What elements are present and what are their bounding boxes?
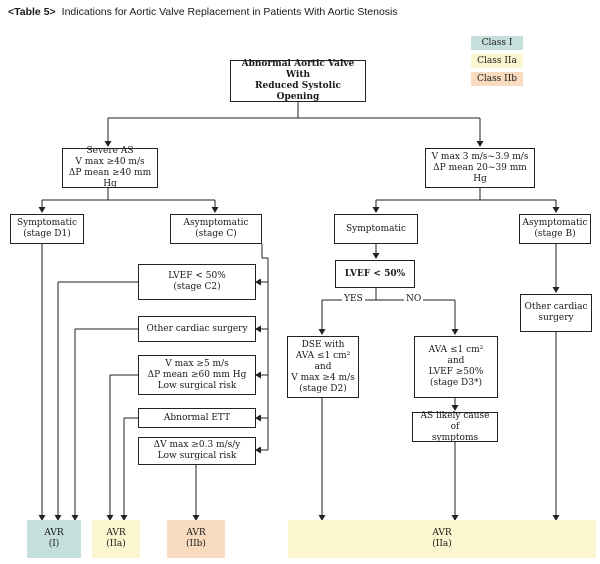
severe-as-node: Severe AS V max ≥40 m/s ΔP mean ≥40 mm H… [62,146,158,189]
asymptomatic-b-text: Asymptomatic (stage B) [522,218,588,239]
dse-node: DSE with AVA ≤1 cm² and V max ≥4 m/s (st… [287,336,359,398]
symptomatic-d1-node: Symptomatic (stage D1) [10,214,84,244]
as-likely-node: AS likely cause of symptoms [412,410,498,443]
other-cardiac-node: Other cardiac surgery [520,294,592,332]
ava-text: AVA ≤1 cm² and LVEF ≥50% (stage D3*) [428,345,484,388]
avr-class-iia-left-text: AVR (IIa) [106,528,126,549]
avr-class-i-text: AVR (I) [44,528,64,549]
abnormal-ett-node: Abnormal ETT [138,408,256,428]
avr-class-iib-text: AVR (IIb) [186,528,206,549]
lvef-c2-node: LVEF < 50% (stage C2) [138,264,256,300]
table-tag: <Table 5> [8,6,56,18]
moderate-as-text: V max 3 m/s~3.9 m/s ΔP mean 20~39 mm Hg [431,151,529,184]
root-node-text: Abnormal Aortic Valve With Reduced Systo… [241,59,355,102]
moderate-as-node: V max 3 m/s~3.9 m/s ΔP mean 20~39 mm Hg [425,148,535,188]
lvef50-text: LVEF < 50% [344,268,406,279]
symptomatic-moderate-text: Symptomatic [345,223,407,234]
avr-class-iia-right-text: AVR (IIa) [432,528,452,549]
root-node: Abnormal Aortic Valve With Reduced Systo… [230,59,366,102]
severe-as-text: Severe AS V max ≥40 m/s ΔP mean ≥40 mm H… [68,146,152,189]
symptomatic-d1-text: Symptomatic (stage D1) [16,218,78,239]
delta-vmax-node: ΔV max ≥0.3 m/s/y Low surgical risk [138,437,256,465]
other-surgery-node: Other cardiac surgery [138,316,256,342]
legend-class-iia: Class IIa [471,54,523,68]
avr-class-iia-left: AVR (IIa) [92,520,140,558]
dse-text: DSE with AVA ≤1 cm² and V max ≥4 m/s (st… [291,339,355,394]
avr-class-i: AVR (I) [27,520,81,558]
vmax5-text: V max ≥5 m/s ΔP mean ≥60 mm Hg Low surgi… [147,358,247,391]
vmax5-node: V max ≥5 m/s ΔP mean ≥60 mm Hg Low surgi… [138,355,256,395]
lvef50-node: LVEF < 50% [335,260,415,288]
legend-class-iib: Class IIb [471,72,523,86]
avr-class-iia-right: AVR (IIa) [288,520,596,558]
legend-class-i-label: Class I [481,38,513,48]
lvef-c2-text: LVEF < 50% (stage C2) [168,271,226,292]
legend-class-iib-label: Class IIb [476,74,518,84]
table-title: <Table 5> Indications for Aortic Valve Re… [8,6,398,18]
legend-class-i: Class I [471,36,523,50]
other-cardiac-text: Other cardiac surgery [524,302,588,323]
abnormal-ett-text: Abnormal ETT [163,412,231,423]
asymptomatic-c-node: Asymptomatic (stage C) [170,214,262,244]
asymptomatic-b-node: Asymptomatic (stage B) [519,214,591,244]
table-caption: Indications for Aortic Valve Replacement… [61,6,398,18]
delta-vmax-text: ΔV max ≥0.3 m/s/y Low surgical risk [153,440,241,461]
ava-node: AVA ≤1 cm² and LVEF ≥50% (stage D3*) [414,336,498,398]
legend-class-iia-label: Class IIa [477,56,517,66]
other-surgery-text: Other cardiac surgery [146,323,248,334]
avr-class-iib: AVR (IIb) [167,520,225,558]
as-likely-text: AS likely cause of symptoms [420,410,490,443]
asymptomatic-c-text: Asymptomatic (stage C) [183,218,249,239]
symptomatic-moderate-node: Symptomatic [334,214,418,244]
no-label: NO [404,294,424,304]
yes-label: YES [342,294,365,304]
